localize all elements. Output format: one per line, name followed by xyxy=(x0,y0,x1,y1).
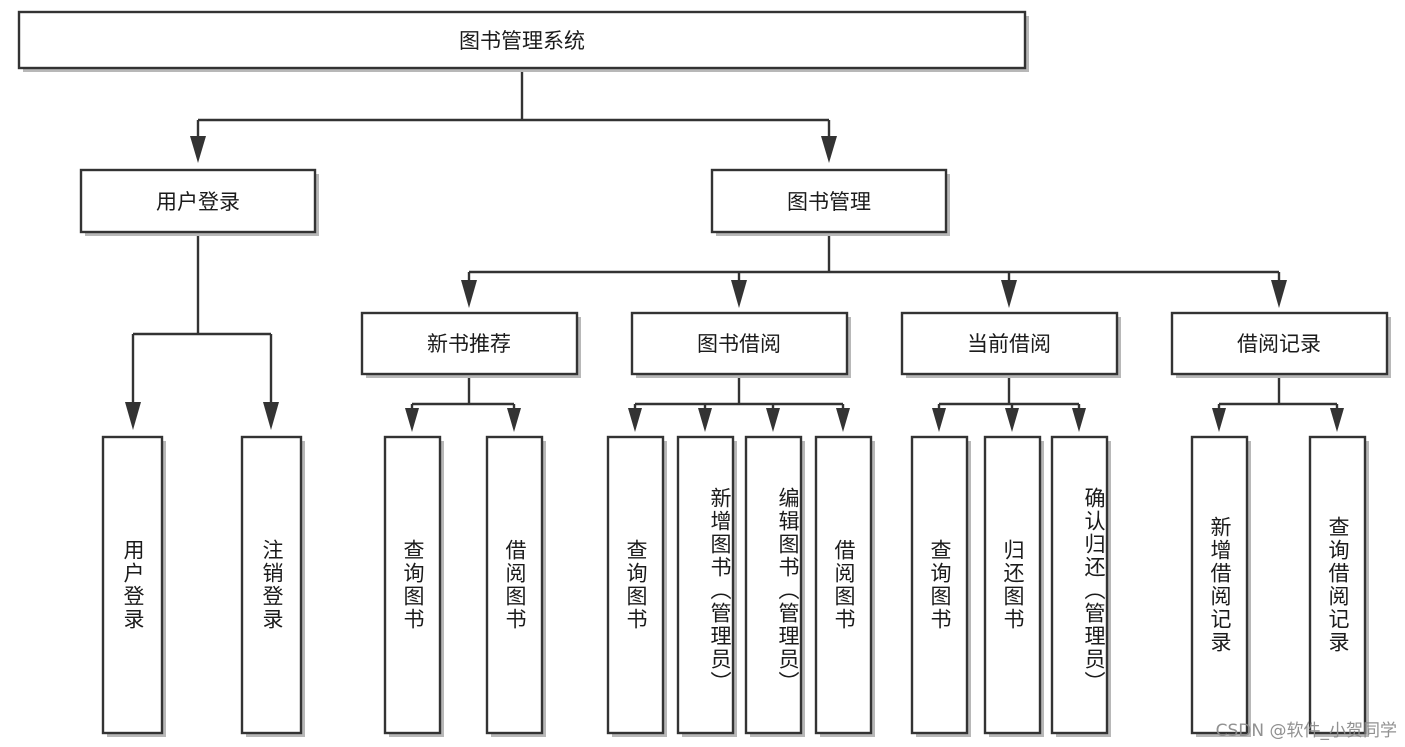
book-borrow-label: 图书借阅 xyxy=(697,332,781,356)
arrow-to-leaf-query-book-3 xyxy=(932,408,946,432)
book-borrow-box[interactable] xyxy=(630,311,849,376)
leaf-query-book-1-box[interactable] xyxy=(383,435,442,735)
book-manage-label: 图书管理 xyxy=(787,190,871,214)
leaf-confirm-return-box[interactable] xyxy=(1050,435,1109,735)
arrow-to-leaf-return-book xyxy=(1005,408,1019,432)
arrow-to-leaf-borrow-book-2 xyxy=(836,408,850,432)
node-root[interactable]: 图书管理系统 xyxy=(17,10,1029,72)
edge-group-userlogin-to-leaves xyxy=(125,232,279,430)
edge-group-borrowrecord-to-leaves xyxy=(1212,374,1344,432)
edge-group-currentborrow-to-leaves xyxy=(932,374,1086,432)
arrow-to-leaf-user-login xyxy=(125,402,141,430)
root-box[interactable] xyxy=(17,10,1027,70)
leaf-query-record-box[interactable] xyxy=(1308,435,1367,735)
leaf-edit-book-box[interactable] xyxy=(744,435,803,735)
arrow-to-leaf-query-record xyxy=(1330,408,1344,432)
arrow-to-new-book-recommend xyxy=(461,280,477,308)
leaf-logout-box[interactable] xyxy=(240,435,303,735)
borrow-record-box[interactable] xyxy=(1170,311,1389,376)
node-borrow-record[interactable]: 借阅记录 xyxy=(1170,311,1391,378)
leaf-return-book-box[interactable] xyxy=(983,435,1042,735)
leaf-borrow-book-2-box[interactable] xyxy=(814,435,873,735)
arrow-to-book-manage xyxy=(821,136,837,163)
arrow-to-leaf-query-book-2 xyxy=(628,408,642,432)
arrow-to-borrow-record xyxy=(1271,280,1287,308)
leaf-user-login-box[interactable] xyxy=(101,435,164,735)
node-book-manage[interactable]: 图书管理 xyxy=(710,168,950,236)
arrow-to-leaf-edit-book xyxy=(766,408,780,432)
leaf-borrow-book-1-box[interactable] xyxy=(485,435,544,735)
leaf-add-book-box[interactable] xyxy=(676,435,735,735)
leaf-query-book-2-box[interactable] xyxy=(606,435,665,735)
book-manage-box[interactable] xyxy=(710,168,948,234)
edge-group-root-to-level2 xyxy=(190,68,837,163)
node-user-login[interactable]: 用户登录 xyxy=(79,168,319,236)
edge-group-bookmanage-to-level3 xyxy=(461,232,1287,308)
root-label: 图书管理系统 xyxy=(459,29,585,53)
arrow-to-book-borrow xyxy=(731,280,747,308)
arrow-to-user-login xyxy=(190,136,206,163)
leaf-add-record-box[interactable] xyxy=(1190,435,1249,735)
current-borrow-box[interactable] xyxy=(900,311,1119,376)
arrow-to-leaf-confirm-return xyxy=(1072,408,1086,432)
borrow-record-label: 借阅记录 xyxy=(1237,332,1321,356)
edge-group-bookborrow-to-leaves xyxy=(628,374,850,432)
arrow-to-leaf-logout xyxy=(263,402,279,430)
arrow-to-leaf-query-book-1 xyxy=(405,408,419,432)
arrow-to-leaf-add-record xyxy=(1212,408,1226,432)
node-new-book-recommend[interactable]: 新书推荐 xyxy=(360,311,581,378)
node-current-borrow[interactable]: 当前借阅 xyxy=(900,311,1121,378)
leaf-boxes xyxy=(101,435,1369,737)
arrow-to-leaf-add-book xyxy=(698,408,712,432)
edge-group-newbook-to-leaves xyxy=(405,374,521,432)
new-book-recommend-box[interactable] xyxy=(360,311,579,376)
user-login-box[interactable] xyxy=(79,168,317,234)
user-login-label: 用户登录 xyxy=(156,190,240,214)
current-borrow-label: 当前借阅 xyxy=(967,332,1051,356)
csdn-watermark: CSDN @软件_小贺同学 xyxy=(1215,721,1397,741)
new-book-recommend-label: 新书推荐 xyxy=(427,332,511,356)
node-book-borrow[interactable]: 图书借阅 xyxy=(630,311,851,378)
arrow-to-leaf-borrow-book-1 xyxy=(507,408,521,432)
arrow-to-current-borrow xyxy=(1001,280,1017,308)
leaf-query-book-3-box[interactable] xyxy=(910,435,969,735)
